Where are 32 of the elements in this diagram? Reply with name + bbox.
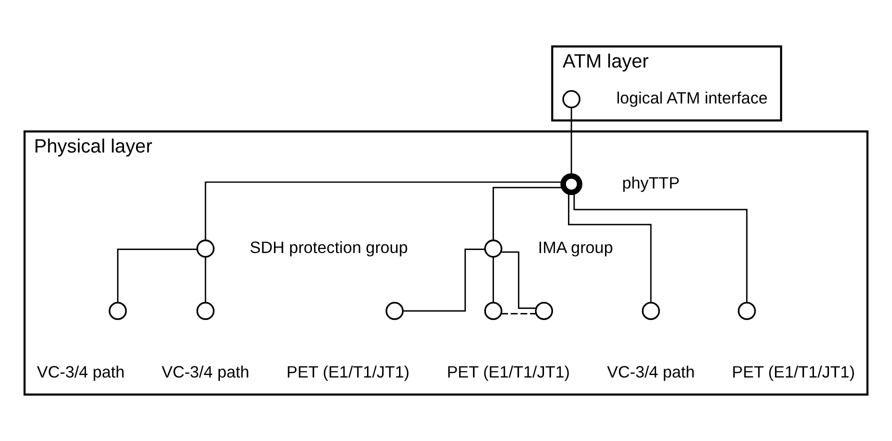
node-circle [560,173,582,196]
connector [403,248,485,312]
node-circle [738,302,756,320]
connector [204,181,564,240]
node-circle [386,302,404,320]
node-label: SDH protection group [250,238,408,257]
connector [501,313,536,314]
node-label: phyTTP [622,174,680,192]
node-label: PET (E1/T1/JT1) [286,364,410,382]
node-circle [642,302,660,320]
node-circle [196,302,215,320]
connector [117,248,197,302]
node-circle [196,240,215,258]
connector [492,257,494,302]
node-label: PET (E1/T1/JT1) [732,364,855,382]
node-circle [562,90,580,108]
node-label: VC-3/4 path [36,364,125,382]
node-circle [534,302,554,320]
node-label: IMA group [538,238,613,257]
connector [570,108,572,176]
connector [492,186,564,240]
connector [568,192,652,302]
node-circle [484,240,502,258]
node-label: PET (E1/T1/JT1) [446,364,570,382]
node-label: VC-3/4 path [162,364,250,382]
node-label: VC-3/4 path [607,364,695,382]
connector [573,192,748,303]
node-circle [484,302,502,320]
connector [501,251,536,309]
connector [204,257,206,302]
node-label: logical ATM interface [616,89,768,108]
node-circle [108,302,127,320]
